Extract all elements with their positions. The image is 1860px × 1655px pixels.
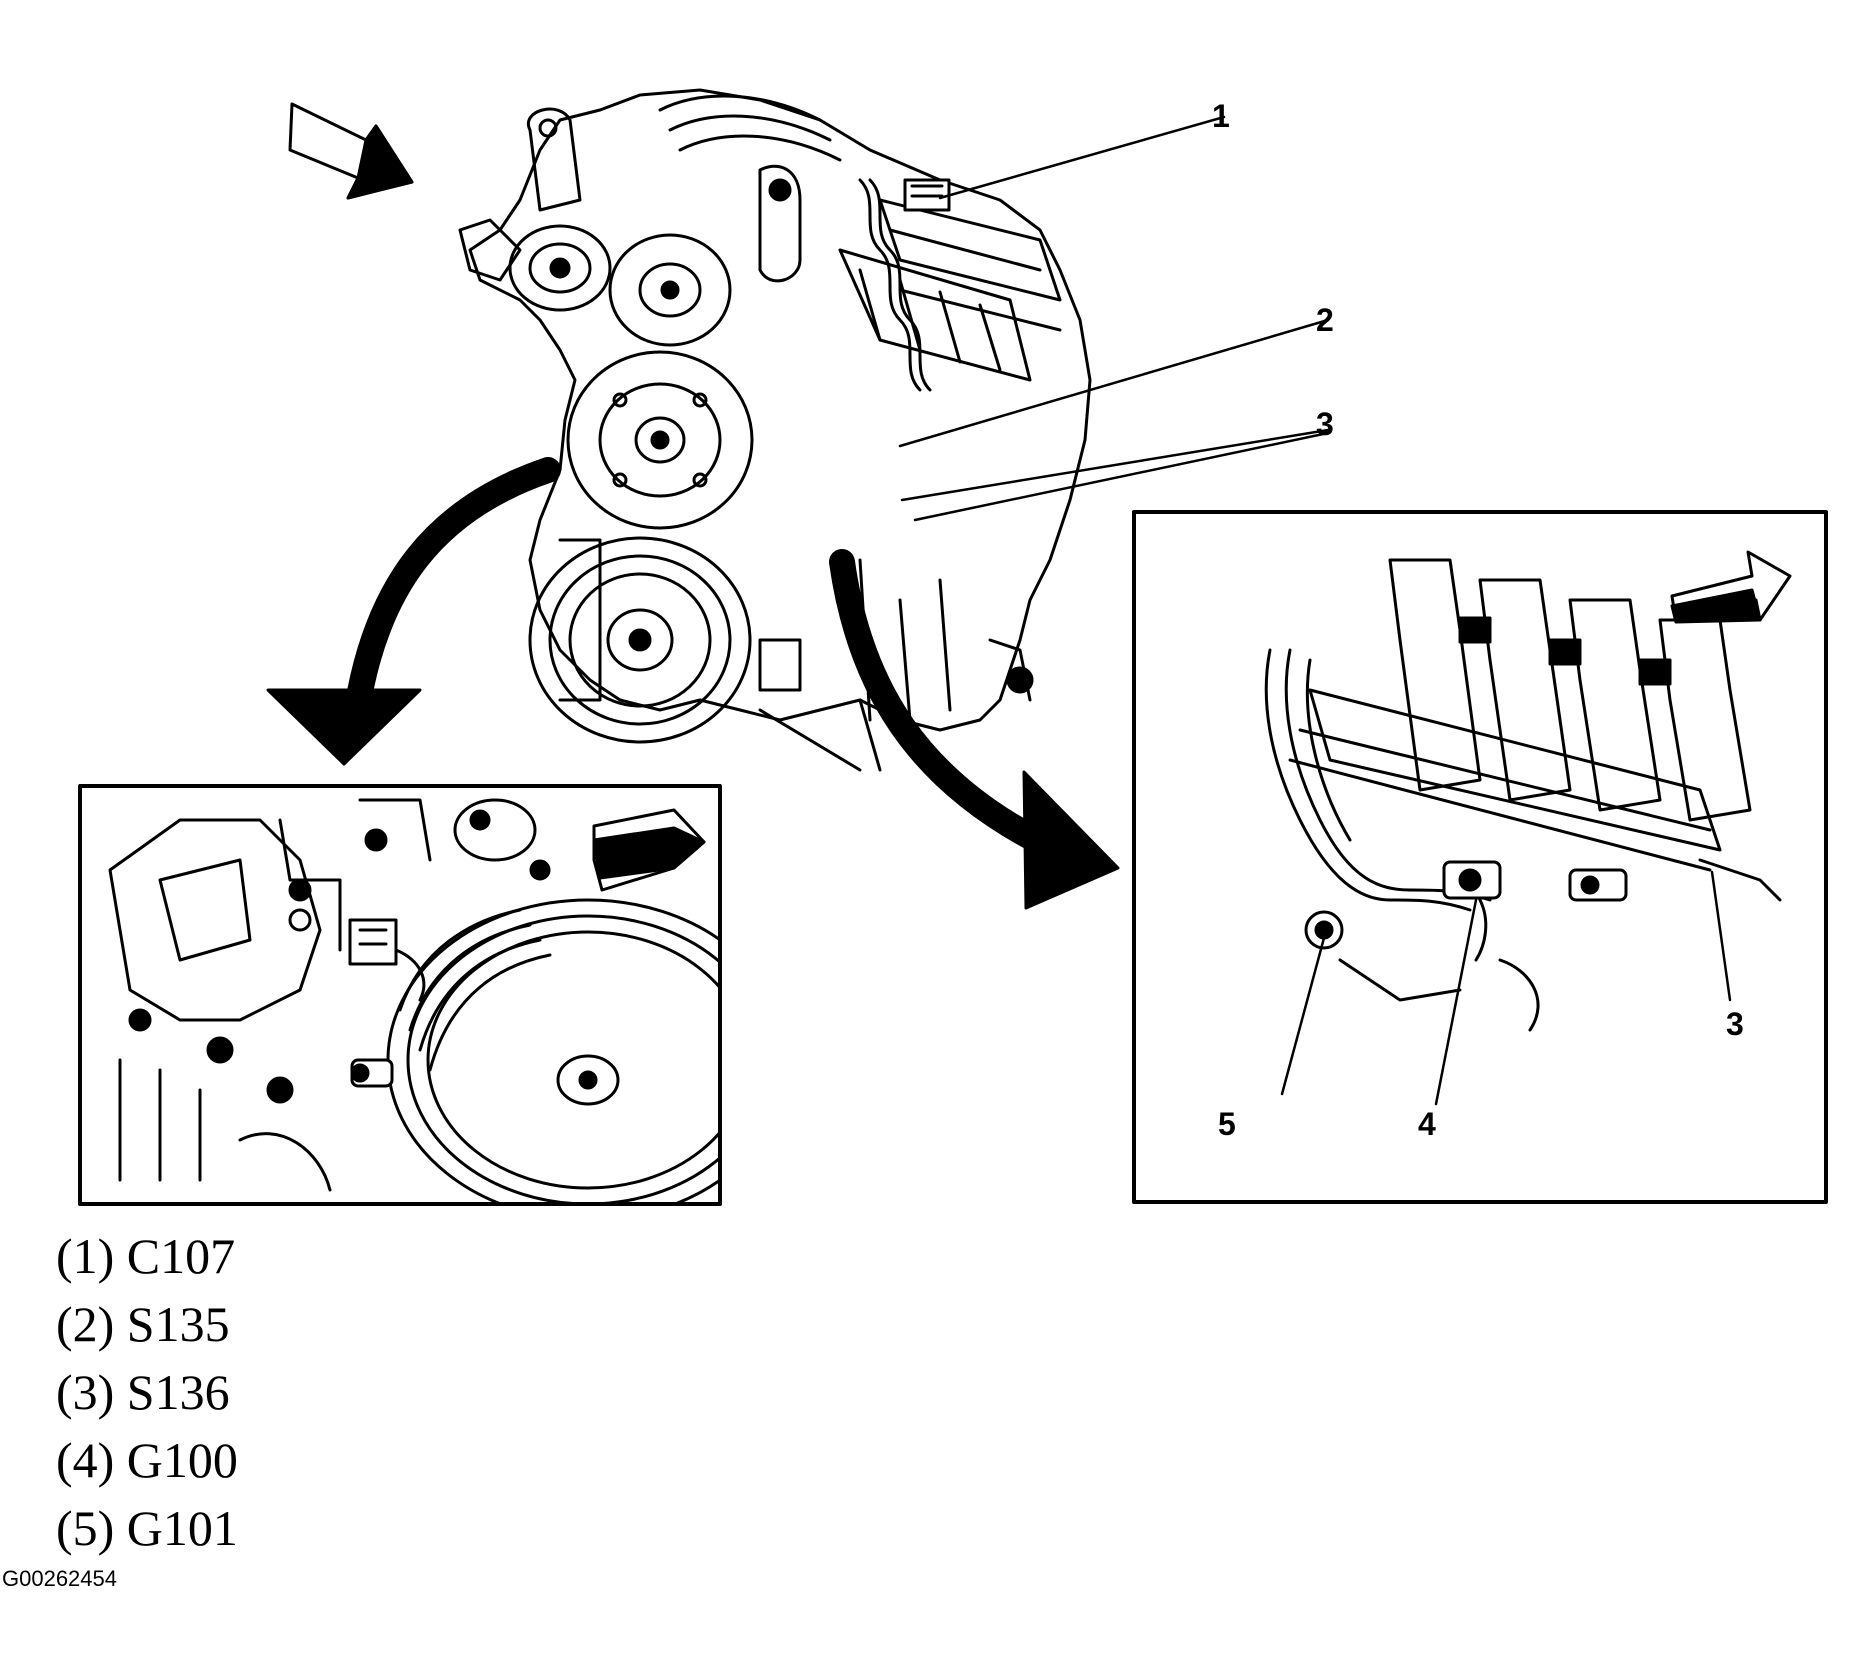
legend-item-c107: (1) C107 xyxy=(56,1228,236,1284)
leader-lines-main xyxy=(898,115,1330,522)
legend-item-g101: (5) G101 xyxy=(56,1500,238,1556)
callout-3-inset: 3 xyxy=(1726,1006,1744,1042)
callout-3-main: 3 xyxy=(1316,406,1334,442)
legend-item-g100: (4) G100 xyxy=(56,1432,238,1488)
callout-4: 4 xyxy=(1418,1106,1436,1142)
callout-1: 1 xyxy=(1212,98,1230,134)
zoom-arrow-left-icon xyxy=(266,457,561,766)
callout-5: 5 xyxy=(1218,1106,1236,1142)
figure-id: G00262454 xyxy=(2,1566,117,1591)
view-direction-arrow-icon xyxy=(288,102,414,200)
legend-item-s136: (3) S136 xyxy=(56,1364,230,1420)
right-inset xyxy=(1132,510,1828,1204)
engine-main-illustration xyxy=(458,88,1092,772)
callout-2: 2 xyxy=(1316,302,1334,338)
zoom-arrow-right-icon xyxy=(829,549,1120,910)
component-legend: (1) C107 (2) S135 (3) S136 (4) G100 (5) … xyxy=(56,1222,238,1562)
left-inset xyxy=(78,784,722,1206)
legend-item-s135: (2) S135 xyxy=(56,1296,230,1352)
